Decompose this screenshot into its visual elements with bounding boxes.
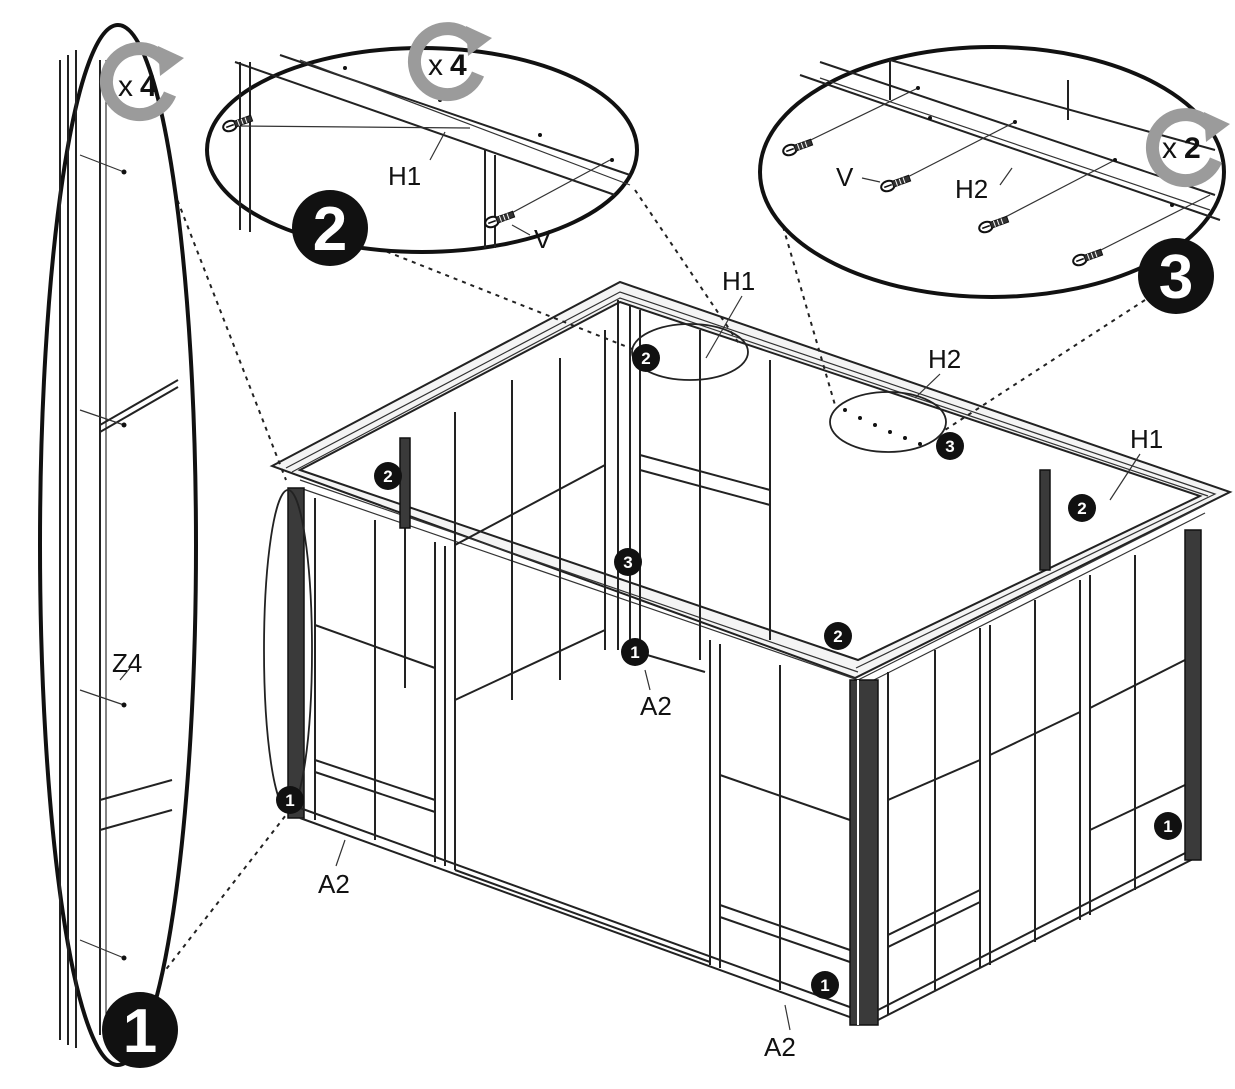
step-3-quantity-prefix: x [1162, 132, 1177, 165]
svg-text:1: 1 [1163, 817, 1172, 836]
callout-step-2: x 4 H1 V 2 [205, 26, 639, 266]
step-3-number: 3 [1159, 243, 1193, 312]
label-v-callout-2: V [534, 224, 552, 254]
callout-step-3: x 2 V H2 3 [758, 45, 1230, 314]
main-labels: H1 H2 H1 A2 A2 A2 [318, 266, 1163, 1062]
back-right-wall [617, 300, 1051, 660]
marker-1: 1 [621, 638, 649, 666]
step-1-badge [102, 992, 178, 1068]
marker-1: 1 [1154, 812, 1182, 840]
label-a2-left: A2 [318, 869, 350, 899]
step-1-quantity-prefix: x [118, 70, 133, 103]
label-z4: Z4 [112, 648, 142, 678]
marker-1: 1 [276, 786, 304, 814]
step-1-quantity: 4 [140, 70, 157, 103]
step-1-number: 1 [123, 997, 157, 1066]
step-2-badge [292, 190, 368, 266]
svg-text:1: 1 [285, 791, 294, 810]
label-a2-bottom: A2 [764, 1032, 796, 1062]
svg-text:3: 3 [623, 553, 632, 572]
step-markers: 1 1 1 1 2 2 2 2 3 3 [276, 344, 1182, 999]
marker-3: 3 [936, 432, 964, 460]
front-right-wall [877, 529, 1202, 1021]
svg-text:2: 2 [641, 349, 650, 368]
step3-zone-ellipse [829, 391, 947, 453]
marker-2: 2 [824, 622, 852, 650]
roof-frame-inner [297, 300, 1203, 662]
step-3-quantity: 2 [1184, 132, 1201, 165]
callout-step-1: x 4 Z4 1 [38, 23, 198, 1068]
marker-1: 1 [811, 971, 839, 999]
svg-text:1: 1 [820, 976, 829, 995]
front-left-wall [287, 487, 859, 1021]
svg-text:1: 1 [630, 643, 639, 662]
svg-text:3: 3 [945, 437, 954, 456]
screw-row-h2 [843, 408, 922, 446]
step-2-quantity-prefix: x [428, 49, 443, 82]
marker-3: 3 [614, 548, 642, 576]
marker-2: 2 [374, 462, 402, 490]
label-v-callout-3: V [836, 162, 854, 192]
label-h1-right: H1 [1130, 424, 1163, 454]
step-2-quantity: 4 [450, 49, 467, 82]
step2-zone-ellipse [631, 323, 749, 381]
svg-text:2: 2 [1077, 499, 1086, 518]
gazebo-frame [263, 280, 1233, 1026]
callout-1-detail [59, 50, 179, 1048]
marker-2: 2 [1068, 494, 1096, 522]
callout-2-detail [234, 54, 631, 248]
step-3-badge [1138, 238, 1214, 314]
label-h2-callout: H2 [955, 174, 988, 204]
svg-text:2: 2 [833, 627, 842, 646]
label-h1-callout: H1 [388, 161, 421, 191]
marker-2: 2 [632, 344, 660, 372]
svg-text:2: 2 [383, 467, 392, 486]
label-a2-center: A2 [640, 691, 672, 721]
front-corner-post [849, 679, 879, 1026]
label-h2-top: H2 [928, 344, 961, 374]
label-h1-top: H1 [722, 266, 755, 296]
step-2-number: 2 [313, 195, 347, 264]
